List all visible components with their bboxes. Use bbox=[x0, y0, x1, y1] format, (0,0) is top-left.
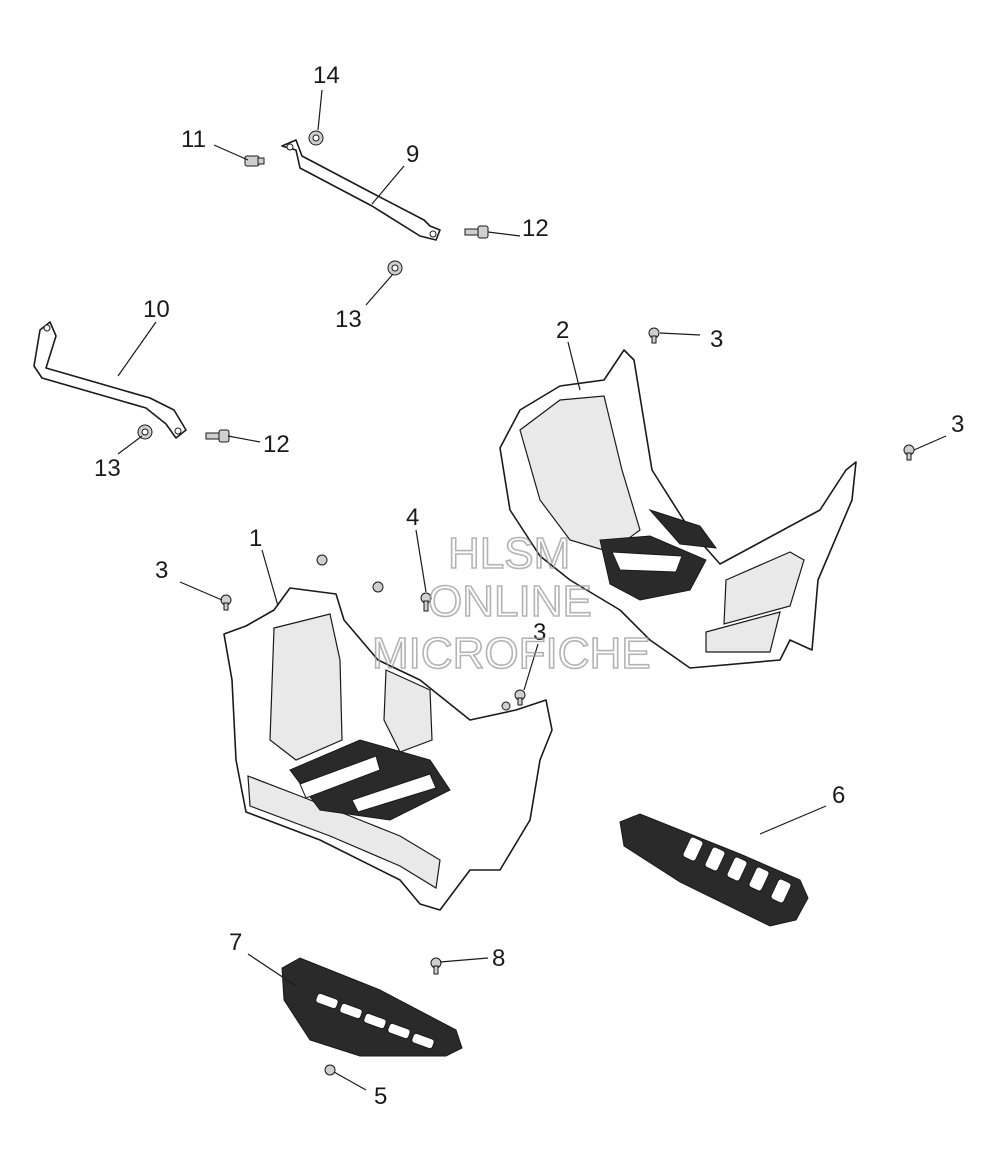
watermark-line-1: HLSM bbox=[448, 529, 570, 578]
callout-13-upper: 13 bbox=[335, 306, 362, 333]
callout-3-left: 3 bbox=[155, 557, 168, 584]
callout-6: 6 bbox=[832, 782, 845, 809]
push-rivet-3-top bbox=[648, 327, 660, 344]
callout-3-top: 3 bbox=[710, 326, 723, 353]
brace-rod-10 bbox=[33, 321, 187, 439]
nut-5 bbox=[324, 1064, 336, 1076]
screw-8 bbox=[430, 957, 442, 975]
footwell-left-1 bbox=[223, 587, 553, 911]
footwell-right-2 bbox=[499, 349, 857, 669]
callout-3-mid: 3 bbox=[533, 619, 546, 646]
washer-13-lower bbox=[137, 424, 153, 440]
callout-4: 4 bbox=[406, 504, 419, 531]
callout-labels: 1 2 3 3 3 3 4 5 6 7 8 9 10 11 12 12 13 1… bbox=[94, 62, 964, 1110]
watermark-line-3: MICROFICHE bbox=[372, 629, 651, 678]
callout-12-lower: 12 bbox=[263, 431, 290, 458]
callout-13-lower: 13 bbox=[94, 455, 121, 482]
watermark-line-2: ONLINE bbox=[428, 577, 592, 626]
screw-4 bbox=[420, 592, 432, 612]
callout-3-right: 3 bbox=[951, 411, 964, 438]
callout-7: 7 bbox=[229, 929, 242, 956]
callout-9: 9 bbox=[406, 141, 419, 168]
callout-1: 1 bbox=[249, 525, 262, 552]
bolt-11 bbox=[244, 155, 265, 167]
small-fasteners-1 bbox=[316, 554, 384, 593]
push-rivet-3-left bbox=[220, 594, 232, 611]
callout-2: 2 bbox=[556, 317, 569, 344]
push-rivet-3-right bbox=[903, 444, 915, 461]
callout-10: 10 bbox=[143, 296, 170, 323]
callout-12-upper: 12 bbox=[522, 215, 549, 242]
floor-mat-left-7 bbox=[281, 957, 463, 1057]
callout-11: 11 bbox=[181, 126, 206, 153]
floor-mat-right-6 bbox=[619, 813, 809, 927]
callout-14: 14 bbox=[313, 62, 340, 89]
nut-14 bbox=[308, 130, 324, 146]
watermark: HLSM ONLINE MICROFICHE bbox=[371, 528, 651, 679]
push-rivet-3-mid bbox=[501, 689, 526, 711]
callout-5: 5 bbox=[374, 1083, 387, 1110]
leader-lines bbox=[117, 89, 947, 1091]
brace-rod-9 bbox=[281, 139, 441, 241]
bolt-12-upper bbox=[464, 225, 489, 239]
bolt-12-lower bbox=[205, 429, 230, 443]
callout-8: 8 bbox=[492, 945, 505, 972]
washer-13-upper bbox=[387, 260, 403, 276]
